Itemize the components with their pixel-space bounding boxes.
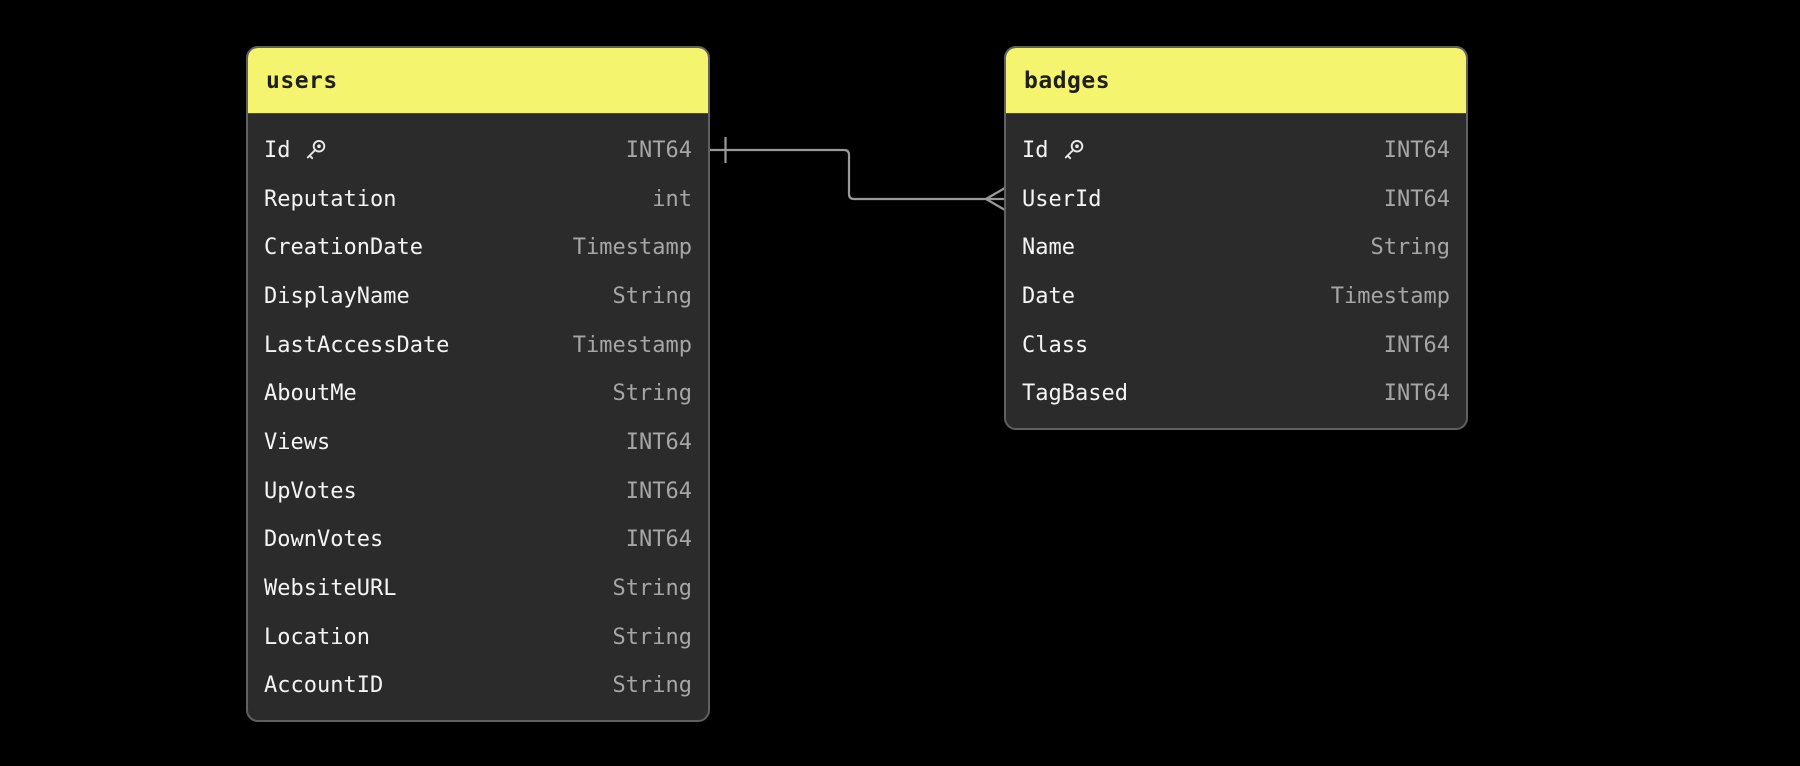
field-row-accountid[interactable]: AccountID String: [248, 662, 708, 711]
relationship-line: [710, 148, 1004, 201]
table-users-body: Id INT64 Reputation int CreationDate: [248, 114, 708, 720]
field-row-aboutme[interactable]: AboutMe String: [248, 369, 708, 418]
field-type: int: [652, 186, 692, 212]
field-row-location[interactable]: Location String: [248, 613, 708, 662]
field-name: Location: [264, 624, 370, 650]
field-row-tagbased[interactable]: TagBased INT64: [1006, 369, 1466, 418]
field-name: Reputation: [264, 186, 397, 212]
table-users[interactable]: users Id INT64 Reputation: [246, 46, 710, 723]
primary-key-icon: [302, 137, 329, 164]
field-row-userid[interactable]: UserId INT64: [1006, 175, 1466, 224]
field-row-name[interactable]: Name String: [1006, 223, 1466, 272]
field-name: Id: [264, 137, 291, 163]
field-type: INT64: [1383, 332, 1450, 358]
field-type: INT64: [1383, 381, 1450, 407]
field-row-displayname[interactable]: DisplayName String: [248, 272, 708, 321]
field-row-upvotes[interactable]: UpVotes INT64: [248, 467, 708, 516]
field-name: Class: [1022, 332, 1089, 358]
field-row-websiteurl[interactable]: WebsiteURL String: [248, 564, 708, 613]
field-row-creationdate[interactable]: CreationDate Timestamp: [248, 223, 708, 272]
field-name: AccountID: [264, 673, 384, 699]
field-name: Id: [1022, 137, 1049, 163]
table-users-header[interactable]: users: [248, 48, 708, 114]
field-name: TagBased: [1022, 381, 1128, 407]
field-type: INT64: [625, 429, 692, 455]
field-row-views[interactable]: Views INT64: [248, 418, 708, 467]
field-type: INT64: [1383, 186, 1450, 212]
field-name: Name: [1022, 235, 1075, 261]
field-row-id[interactable]: Id INT64: [1006, 126, 1466, 175]
field-name: UserId: [1022, 186, 1102, 212]
cardinality-many-crowfoot: [985, 187, 1006, 211]
primary-key-icon: [1060, 137, 1087, 164]
table-badges-body: Id INT64 UserId INT64 Name Str: [1006, 114, 1466, 428]
field-name: Views: [264, 429, 331, 455]
table-title: users: [266, 67, 338, 94]
field-type: String: [612, 283, 692, 309]
field-name: WebsiteURL: [264, 576, 397, 602]
field-name: DownVotes: [264, 527, 384, 553]
field-type: Timestamp: [572, 235, 692, 261]
field-type: Timestamp: [1330, 283, 1450, 309]
field-row-lastaccessdate[interactable]: LastAccessDate Timestamp: [248, 321, 708, 370]
field-type: String: [612, 576, 692, 602]
table-title: badges: [1024, 67, 1111, 94]
field-type: INT64: [625, 478, 692, 504]
field-row-class[interactable]: Class INT64: [1006, 321, 1466, 370]
field-row-date[interactable]: Date Timestamp: [1006, 272, 1466, 321]
field-type: String: [612, 673, 692, 699]
field-name: Date: [1022, 283, 1075, 309]
field-name: UpVotes: [264, 478, 357, 504]
field-name: DisplayName: [264, 283, 410, 309]
field-type: Timestamp: [572, 332, 692, 358]
field-row-downvotes[interactable]: DownVotes INT64: [248, 516, 708, 565]
field-type: String: [1370, 235, 1450, 261]
table-badges[interactable]: badges Id INT64 UserId I: [1004, 46, 1468, 431]
field-type: String: [612, 624, 692, 650]
field-name: LastAccessDate: [264, 332, 450, 358]
field-name: AboutMe: [264, 381, 357, 407]
field-name: CreationDate: [264, 235, 423, 261]
field-type: INT64: [625, 527, 692, 553]
field-row-id[interactable]: Id INT64: [248, 126, 708, 175]
table-badges-header[interactable]: badges: [1006, 48, 1466, 114]
field-type: INT64: [625, 137, 692, 163]
field-type: String: [612, 381, 692, 407]
field-type: INT64: [1383, 137, 1450, 163]
field-row-reputation[interactable]: Reputation int: [248, 175, 708, 224]
